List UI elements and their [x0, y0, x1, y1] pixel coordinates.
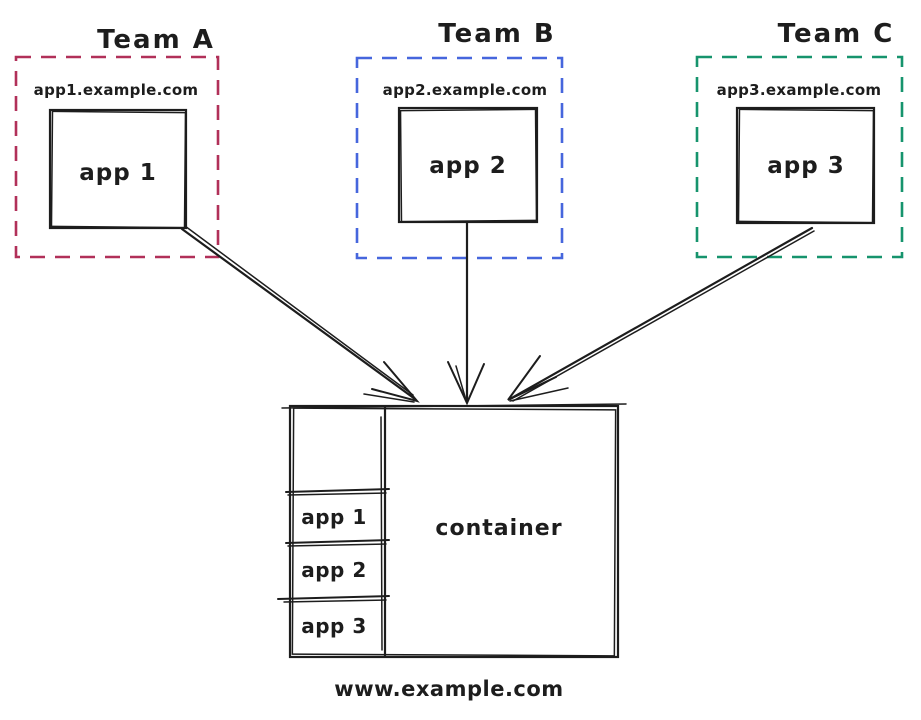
sidebar-item-app1: app 1 — [301, 505, 367, 529]
team-b-domain-label: app2.example.com — [383, 81, 548, 99]
arrowhead-icon — [507, 355, 557, 401]
container-box-sketch-stroke — [291, 407, 617, 657]
container-domain-label: www.example.com — [334, 677, 563, 701]
app3-box-label: app 3 — [767, 153, 844, 179]
app1-box-sketch-stroke — [50, 110, 187, 229]
arrow-app3-to-container — [507, 226, 815, 402]
app2-box: app 2 — [397, 106, 539, 224]
arrow-app2-to-container — [447, 220, 485, 406]
arrowhead-icon — [371, 361, 420, 403]
app3-box: app 3 — [735, 106, 876, 225]
app3-box-sketch-stroke — [737, 108, 875, 224]
team-a-group: Team A app1.example.com app 1 — [14, 25, 220, 259]
container-sidebar: app 1 app 2 app 3 — [277, 405, 390, 658]
team-c-group: Team C app3.example.com app 3 — [695, 19, 904, 259]
team-a-dashed-box — [14, 55, 220, 259]
sidebar-item-app2: app 2 — [301, 558, 367, 582]
container-box — [288, 404, 620, 659]
team-a-title: Team A — [97, 25, 215, 55]
app2-box-sketch-stroke — [399, 108, 538, 223]
app1-box: app 1 — [48, 108, 188, 230]
team-b-title: Team B — [438, 19, 555, 49]
team-b-dashed-box — [355, 56, 564, 260]
arrow-app1-to-container — [180, 225, 420, 403]
team-b-group: Team B app2.example.com app 2 — [355, 19, 564, 260]
arrowhead-icon — [447, 361, 485, 406]
app1-box-label: app 1 — [79, 160, 156, 186]
team-c-title: Team C — [778, 19, 895, 49]
team-c-domain-label: app3.example.com — [717, 81, 882, 99]
team-a-domain-label: app1.example.com — [34, 81, 199, 99]
container-label: container — [435, 516, 562, 541]
app2-box-label: app 2 — [429, 153, 506, 179]
team-c-dashed-box — [695, 55, 904, 259]
container-top-overshoot — [281, 403, 627, 409]
sidebar-item-app3: app 3 — [301, 614, 367, 638]
container-group: app 1 app 2 app 3 container — [277, 403, 627, 659]
